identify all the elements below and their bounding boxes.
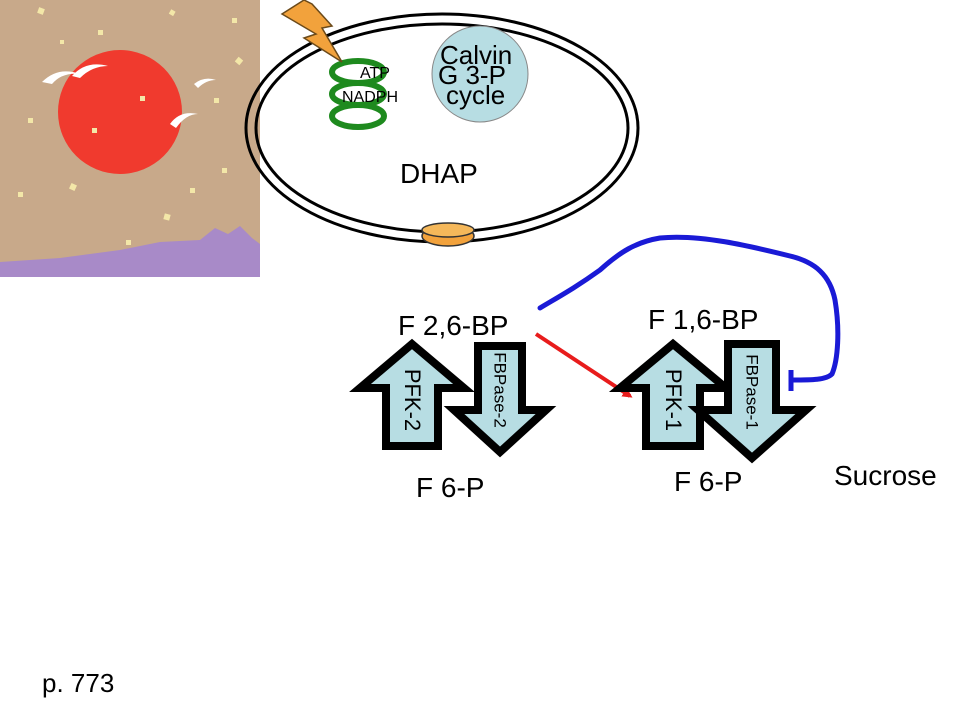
- atp-label: ATP: [360, 65, 390, 82]
- thylakoid-stack: [329, 58, 387, 130]
- transporter-icon: [421, 222, 475, 247]
- star-icons: [18, 7, 244, 245]
- page-reference: p. 773: [42, 668, 115, 698]
- activation-arrow: [534, 332, 633, 398]
- cycle-label: cycle: [446, 80, 506, 110]
- f26bp-label: F 2,6-BP: [398, 310, 509, 341]
- pfk1-arrow: [608, 338, 738, 450]
- lightning-icon: [280, 0, 343, 63]
- fbpase2-arrow: [443, 342, 557, 458]
- pfk2-arrow: [349, 338, 475, 450]
- fbpase1-label: FBPase-1: [742, 354, 762, 430]
- calvin-label: Calvin: [440, 40, 513, 70]
- f6p-right-label: F 6-P: [674, 466, 743, 497]
- dhap-label: DHAP: [400, 158, 478, 189]
- bird-icons: [42, 64, 216, 128]
- calvin-cycle-circle: [431, 25, 529, 123]
- f16bp-label: F 1,6-BP: [648, 304, 759, 335]
- nadph-label: NADPH: [342, 89, 399, 106]
- pfk2-label: PFK-2: [400, 368, 425, 432]
- chloroplast: [244, 12, 640, 247]
- mountain-icon: [0, 226, 260, 277]
- g3p-label: G 3-P: [438, 60, 506, 90]
- inhibition-line: [537, 234, 841, 383]
- pfk1-label: PFK-1: [661, 368, 686, 432]
- sucrose-label: Sucrose: [834, 460, 937, 491]
- night-scene-clipart: [0, 0, 260, 277]
- f6p-left-label: F 6-P: [416, 472, 485, 503]
- fbpase1-arrow: [687, 340, 817, 464]
- fbpase2-label: FBPase-2: [490, 352, 510, 428]
- sun-icon: [58, 50, 182, 174]
